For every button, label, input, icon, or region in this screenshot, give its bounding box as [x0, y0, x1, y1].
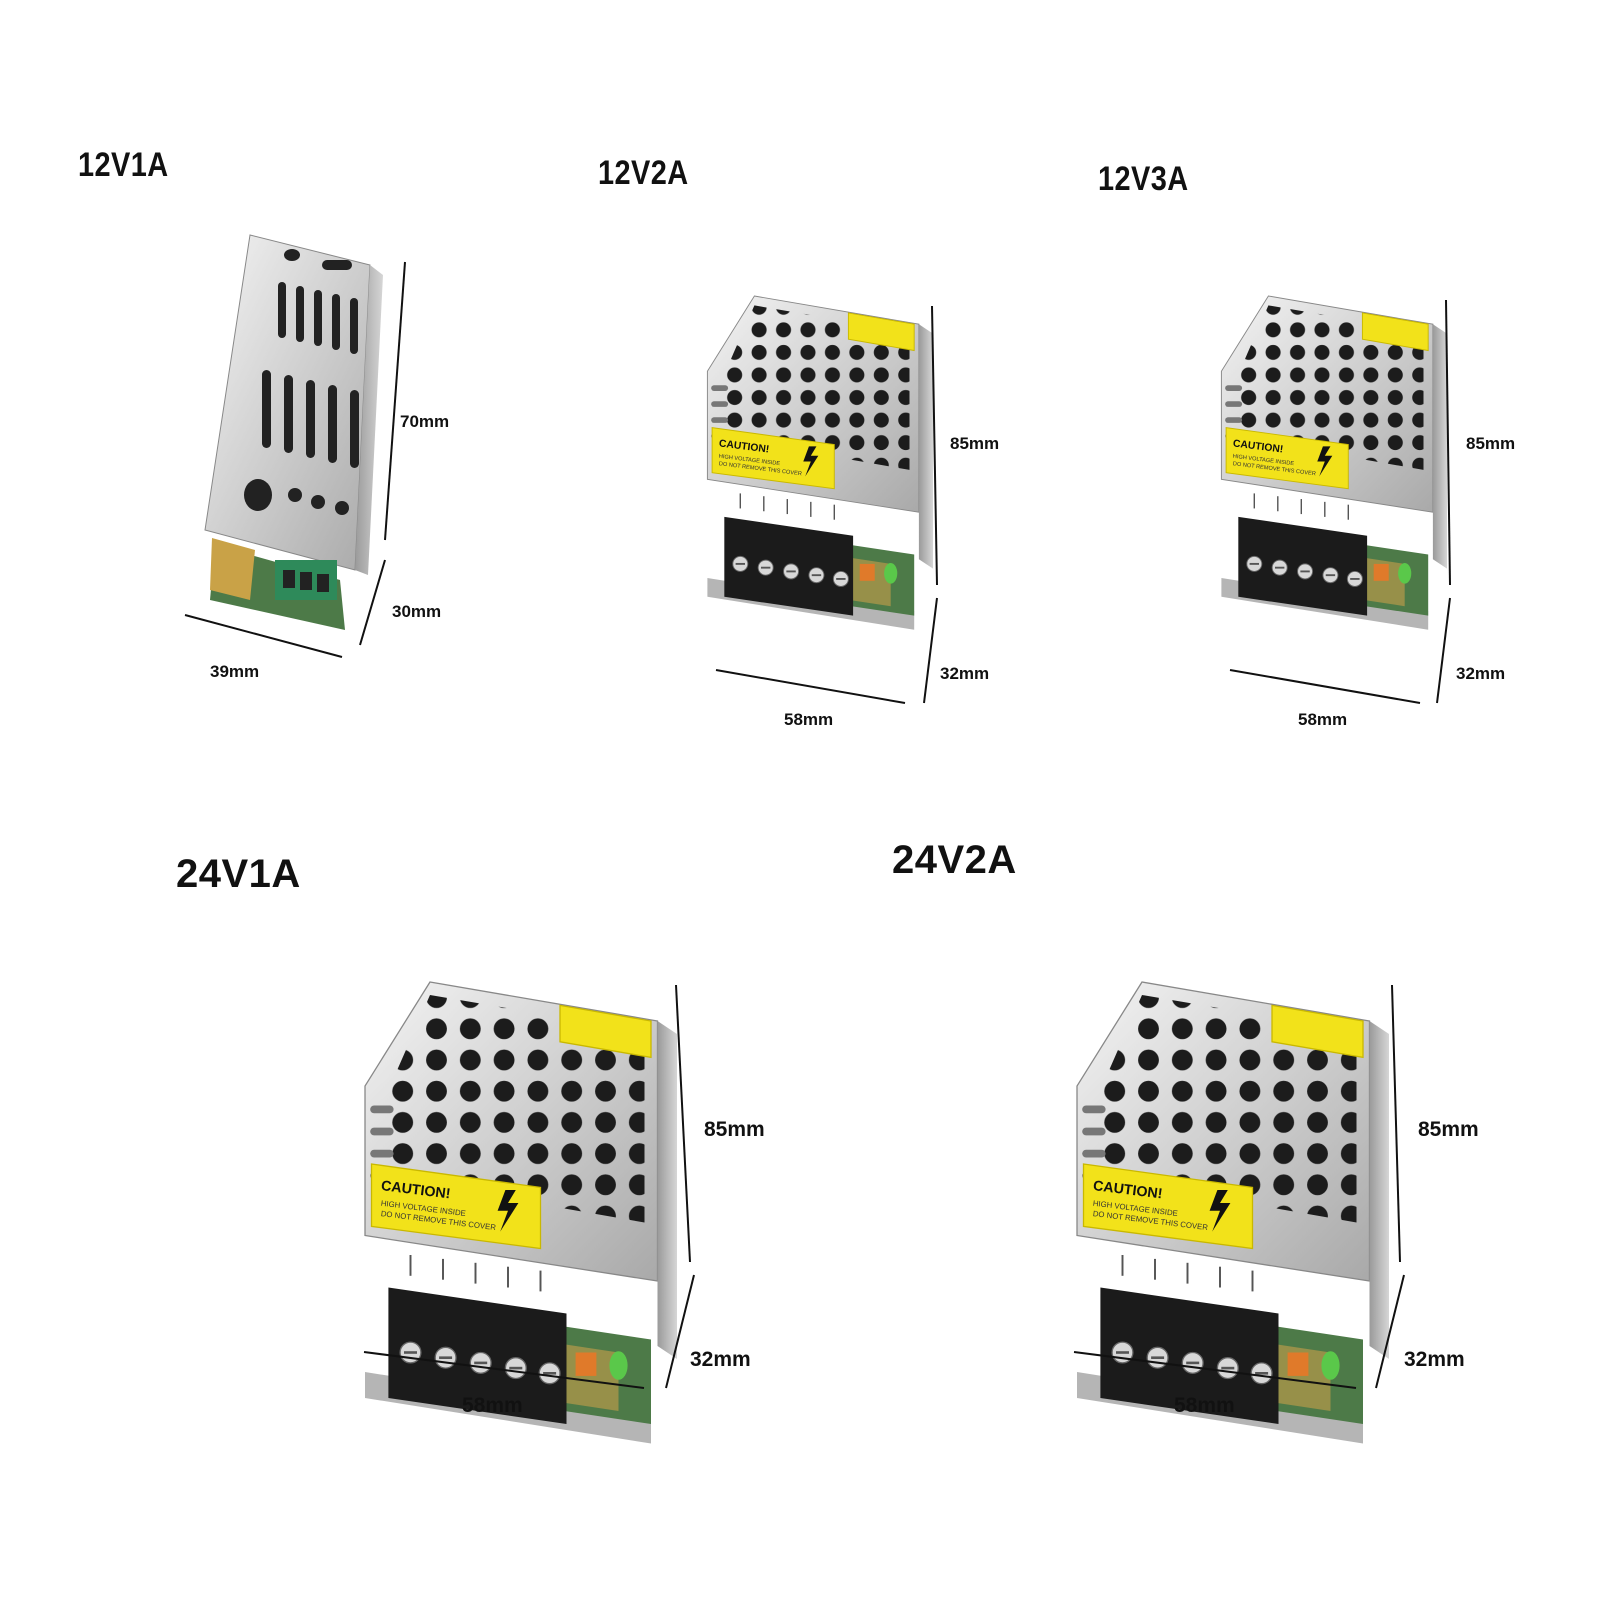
- dim-width-12v1a: 39mm: [210, 662, 260, 681]
- dim-depth-12v2a: 32mm: [940, 664, 990, 683]
- psu-12v1a-image: [204, 234, 383, 630]
- dim-depth-12v1a: 30mm: [392, 602, 442, 621]
- dim-depth-24v2a: 32mm: [1404, 1348, 1465, 1371]
- dim-depth-24v1a: 32mm: [690, 1348, 751, 1371]
- model-label-24v2a: 24V2A: [892, 838, 1017, 882]
- dim-height-12v1a: 70mm: [400, 412, 450, 431]
- dim-width-24v2a: 58mm: [1174, 1394, 1235, 1417]
- dim-width-12v2a: 58mm: [784, 710, 834, 729]
- dim-height-24v1a: 85mm: [704, 1118, 765, 1141]
- psu-12v2a-image: [706, 295, 934, 631]
- model-label-12v2a: 12V2A: [598, 154, 689, 192]
- psu-24v2a-image: [1075, 980, 1391, 1445]
- model-label-12v1a: 12V1A: [78, 146, 169, 184]
- model-label-24v1a: 24V1A: [176, 852, 301, 896]
- dimension-lines: [184, 261, 1451, 1389]
- dim-width-12v3a: 58mm: [1298, 710, 1348, 729]
- model-label-12v3a: 12V3A: [1098, 160, 1189, 198]
- psu-24v1a-image: [363, 980, 679, 1445]
- dim-depth-12v3a: 32mm: [1456, 664, 1506, 683]
- dim-height-12v3a: 85mm: [1466, 434, 1516, 453]
- dim-width-24v1a: 58mm: [462, 1394, 523, 1417]
- psu-12v3a-image: [1220, 295, 1448, 631]
- dim-height-12v2a: 85mm: [950, 434, 1000, 453]
- dim-height-24v2a: 85mm: [1418, 1118, 1479, 1141]
